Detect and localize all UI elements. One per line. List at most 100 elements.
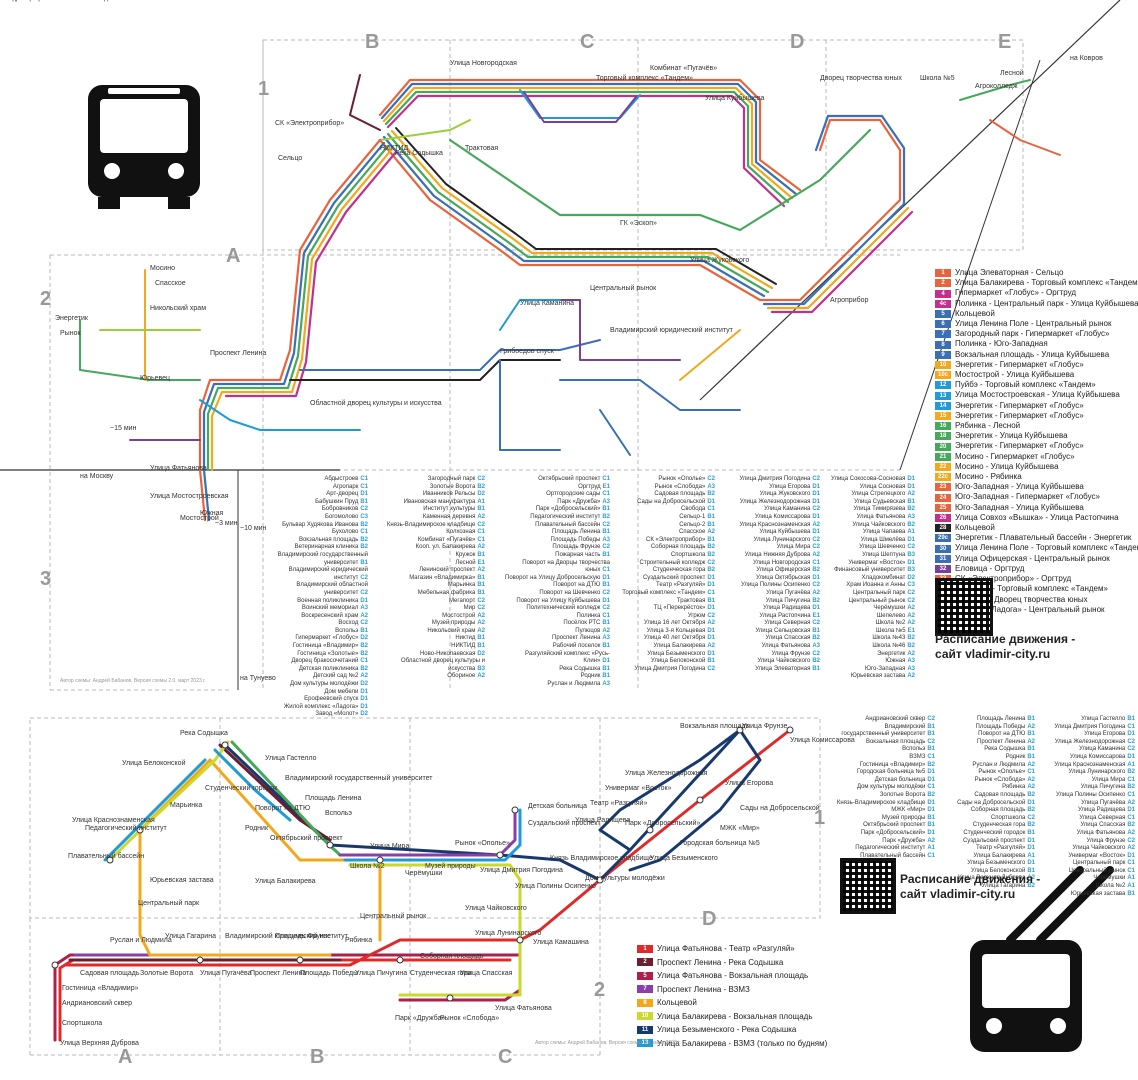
trolley-stop-label: Улица Верхняя Дуброва xyxy=(60,1039,139,1047)
svg-text:Спасское: Спасское xyxy=(155,280,186,287)
bus-route-badge: 9 xyxy=(935,350,951,359)
index-entry: Парк «Добросельский»В1 xyxy=(535,506,610,513)
svg-text:Улица Куйбышева: Улица Куйбышева xyxy=(705,94,764,102)
railway-line-diagonal xyxy=(699,0,1121,401)
trolley-route-name: Проспект Ленина - ВЗМЗ xyxy=(657,984,750,994)
credit-top: Автор схемы: Андрей Бабанов. Версия схем… xyxy=(60,678,206,684)
trolley-stop-label: Улица Краснознаменская xyxy=(72,817,155,824)
svg-text:Мосино: Мосино xyxy=(150,265,175,272)
trolley-stop-label: Марьинка xyxy=(170,802,202,809)
schedule-line-2: сайт vladimir-city.ru xyxy=(935,647,1051,661)
trolley-stop-label: Центральный парк xyxy=(138,899,200,907)
svg-text:Областной дворец культуры и ис: Областной дворец культуры и искусства xyxy=(310,399,442,407)
schedule-link-top[interactable]: Расписание движения - сайт vladimir-city… xyxy=(935,632,1075,662)
trolley-stop-label: Улица Радищева xyxy=(575,817,630,824)
grid-col-d-bottom: D xyxy=(702,908,716,930)
qr-code-bottom[interactable] xyxy=(840,858,896,914)
bus-route-name: Пуйбэ - Торговый комплекс «Тандем» xyxy=(955,380,1096,390)
trolley-stop-label: ВЗМЗ xyxy=(0,0,19,2)
svg-text:Юрьевец: Юрьевец xyxy=(140,375,170,382)
trolley-stop-label: Улица Комиссарова xyxy=(790,737,855,744)
schedule-link-bottom[interactable]: Расписание движения - сайт vladimir-city… xyxy=(900,872,1040,902)
trolley-stop-label: Гостиница «Владимир» xyxy=(62,985,139,992)
bus-route-name: Энергетик - Плавательный бассейн - Энерг… xyxy=(955,533,1132,543)
svg-text:~3 мин: ~3 мин xyxy=(215,520,238,527)
trolley-stop-label: Площадь Фрунзе xyxy=(275,933,331,940)
svg-text:Лесной: Лесной xyxy=(1000,69,1024,77)
trolley-stop-label: Сады на Добросельской xyxy=(740,804,820,812)
trolley-stop-label: Рынок «Слобода» xyxy=(440,1014,499,1022)
index-entry: МЖК «Мир»D1 xyxy=(891,807,935,814)
bus-route-badge: 8 xyxy=(935,340,951,349)
svg-text:Улица Жуковского: Улица Жуковского xyxy=(690,257,749,264)
svg-text:Мостострой: Мостострой xyxy=(180,514,219,522)
trolley-stop-label: Рябинка xyxy=(345,936,372,944)
index-entry: Театр «Разгуляй»D1 xyxy=(976,845,1035,852)
index-entry: Гостиница «Владимир»В2 xyxy=(292,643,368,650)
trolley-stop-label: Золотые Ворота xyxy=(140,970,193,977)
svg-text:Дворец творчества юных: Дворец творчества юных xyxy=(820,75,902,82)
bus-route-badge: 10 xyxy=(935,360,951,369)
bus-route-badge: 22 xyxy=(935,462,951,471)
trolley-stops xyxy=(51,726,794,1002)
trolley-stop-label: Владимирский государственный университет xyxy=(285,774,433,782)
trolley-stop-label: Владимирский юридический институт xyxy=(225,932,349,940)
trolley-stop-label: Вспольэ xyxy=(325,810,352,817)
trolley-stop-label: Князь Владимирское кладбище xyxy=(550,854,653,862)
trolley-stop-label: Октябрьский проспект xyxy=(270,834,343,842)
grid-col-a-top: A xyxy=(226,245,240,267)
trolley-stop-label: Улица Пугачёва xyxy=(200,970,252,977)
index-entry: Театр «Разгуляй»D1 xyxy=(656,582,715,589)
bus-route-badge: 24 xyxy=(935,493,951,502)
qr-code-top[interactable] xyxy=(935,578,993,636)
